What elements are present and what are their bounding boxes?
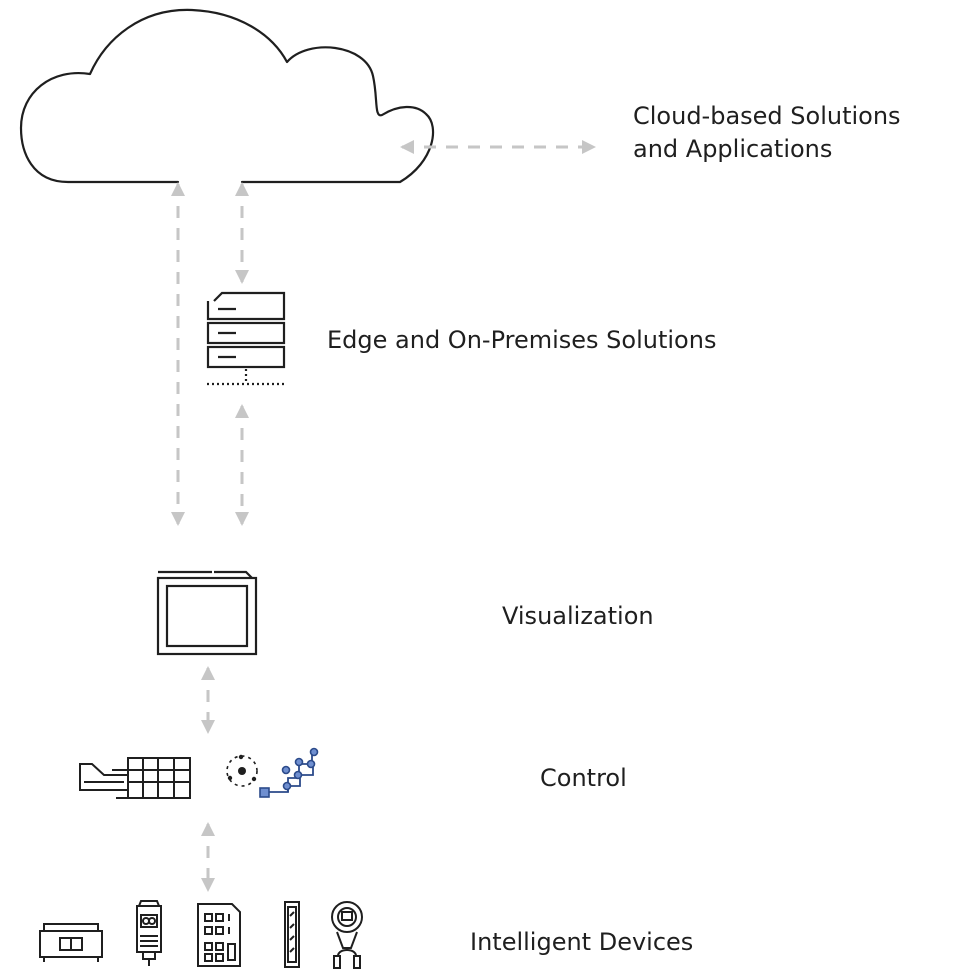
visualization-label: Visualization <box>502 602 654 630</box>
weighing-scale-icon <box>39 923 103 962</box>
intelligent-devices-label: Intelligent Devices <box>470 928 694 956</box>
edge-solutions-label: Edge and On-Premises Solutions <box>327 326 717 354</box>
io-module-icon <box>197 903 241 967</box>
optical-sensor-icon <box>136 900 162 966</box>
cloud-solutions-label: Cloud-based Solutions and Applications <box>633 100 901 166</box>
plc-controller-icon <box>79 757 191 799</box>
cloud-label-line2: and Applications <box>633 135 833 163</box>
cloud-label-line1: Cloud-based Solutions <box>633 102 901 130</box>
network-nodes-icon <box>226 747 319 798</box>
hmi-panel-icon <box>156 570 258 656</box>
pressure-transmitter-icon <box>331 901 363 969</box>
cloud-icon <box>19 8 435 184</box>
drive-module-icon <box>284 901 300 968</box>
control-label: Control <box>540 764 627 792</box>
server-rack-icon <box>206 291 286 386</box>
